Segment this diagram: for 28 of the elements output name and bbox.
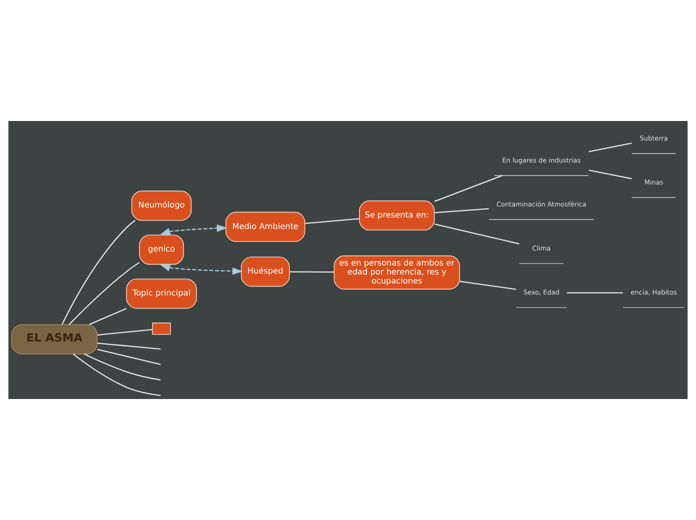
node-box: Neumólogo (131, 190, 192, 221)
connector (289, 271, 334, 273)
connector (434, 175, 502, 202)
arrow (160, 224, 228, 235)
arrow (160, 264, 243, 275)
connector (84, 354, 161, 381)
connector (460, 280, 516, 290)
node-box: genico (139, 234, 184, 265)
node-box: Topic principal (126, 278, 197, 309)
connector (97, 342, 161, 350)
node-box: Se presenta en: (359, 200, 435, 231)
node-box: EL ASMA (11, 324, 98, 354)
connector (566, 292, 623, 294)
connector (97, 328, 152, 336)
connector (97, 348, 161, 366)
node-box (152, 322, 171, 335)
connector (62, 220, 136, 325)
connector (588, 142, 632, 152)
connector (68, 262, 140, 325)
connector (434, 224, 520, 244)
node-box: Medio Ambiente (225, 212, 306, 242)
node-box: Huésped (240, 256, 290, 287)
connector (434, 208, 489, 214)
connector (305, 218, 360, 224)
connector (72, 354, 161, 396)
connector (588, 170, 632, 180)
connector (88, 308, 127, 326)
node-box: es en personas de ambos er edad por herencia, res y ocupaciones (334, 255, 460, 290)
